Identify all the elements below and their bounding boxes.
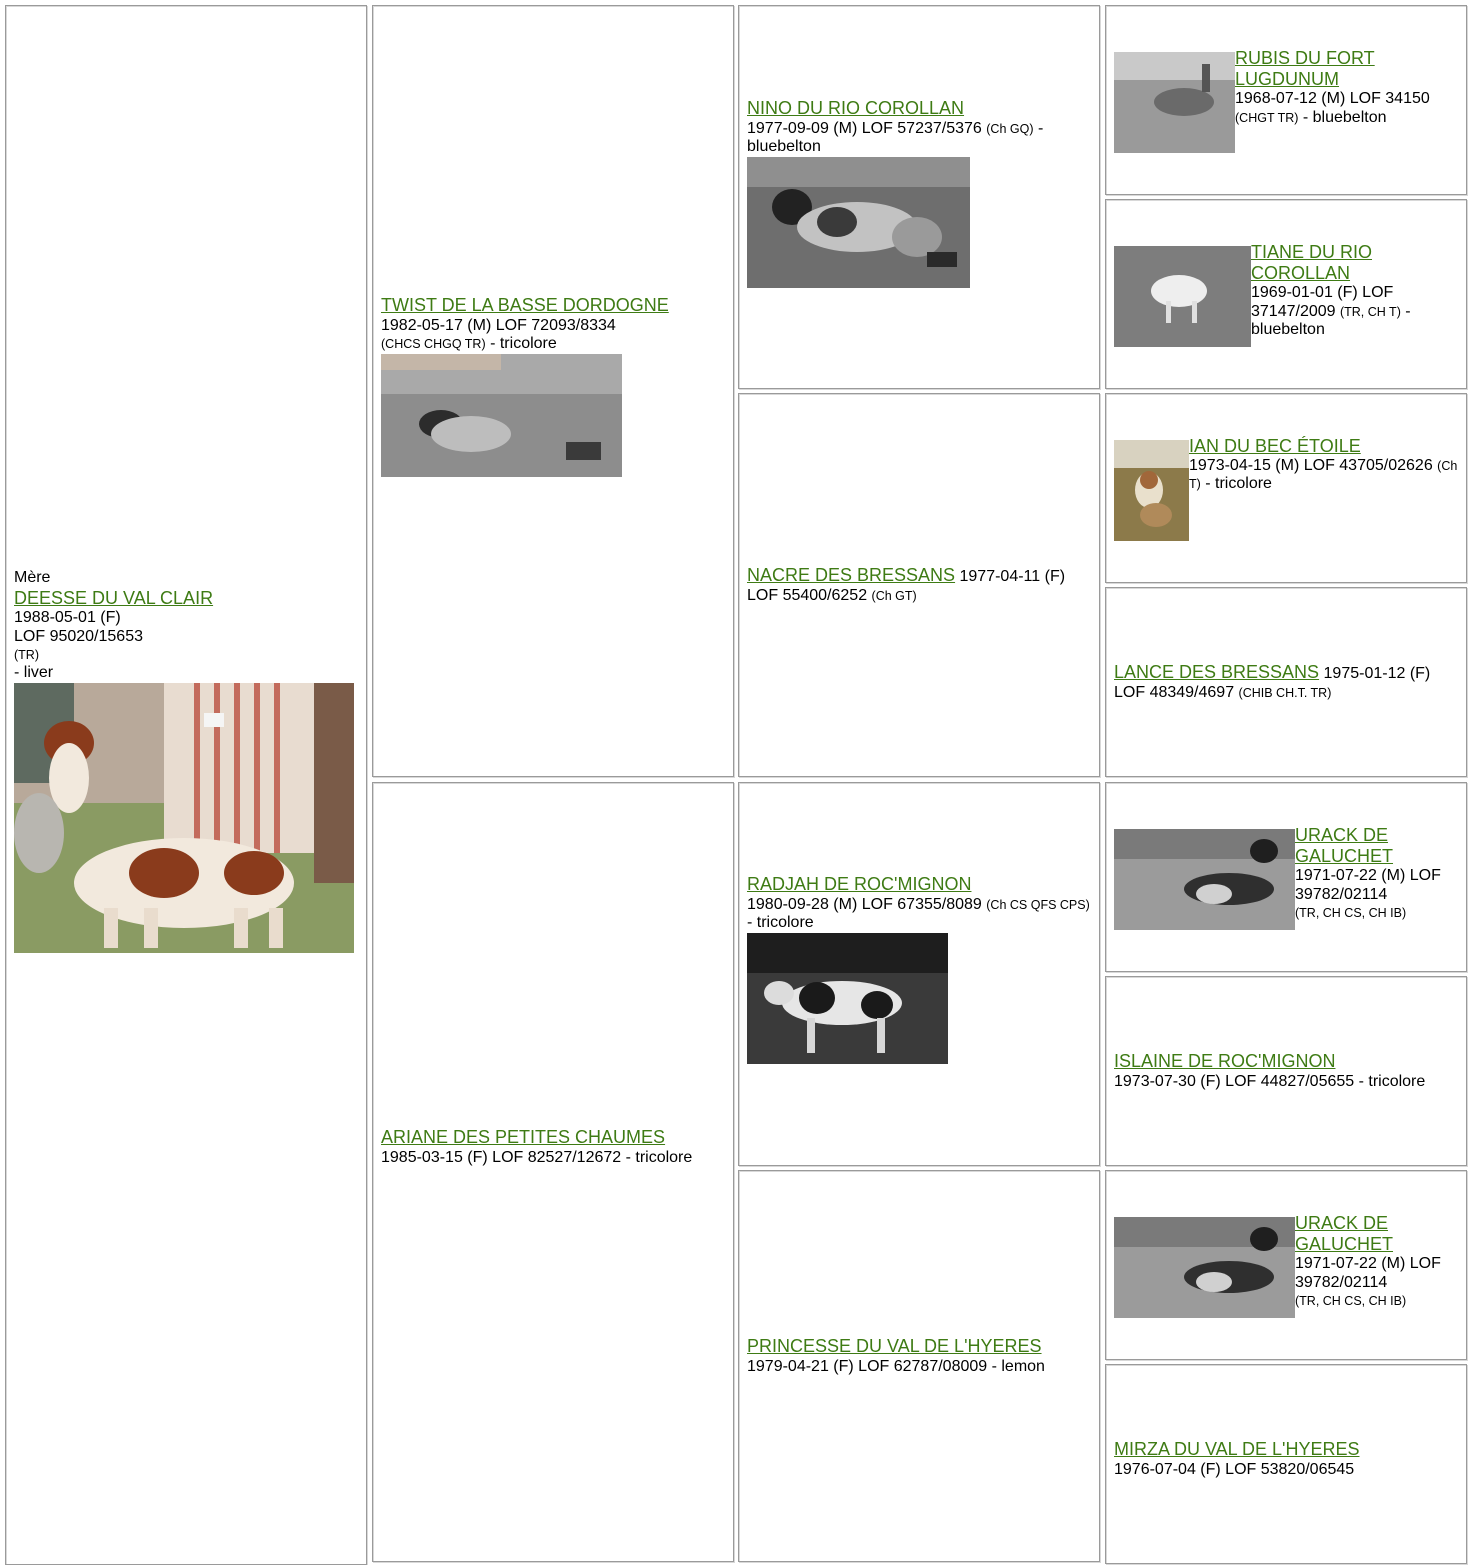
gen4-6-cell: URACK DE GALUCHET 1971-07-22 (M) LOF 397… bbox=[1105, 1170, 1467, 1360]
gen4-1-cell: TIANE DU RIO COROLLAN 1969-01-01 (F) LOF… bbox=[1105, 199, 1467, 389]
gen4-7-meta: 1976-07-04 (F) LOF 53820/06545 bbox=[1114, 1460, 1355, 1478]
gen4-1-photo bbox=[1114, 245, 1251, 347]
gen4-0-photo bbox=[1114, 51, 1235, 153]
gen4-3-name-link[interactable]: LANCE DES BRESSANS bbox=[1114, 662, 1320, 683]
gen2-1-name-link[interactable]: ARIANE DES PETITES CHAUMES bbox=[381, 1127, 666, 1148]
gen4-3-cell: LANCE DES BRESSANS 1975-01-12 (F) LOF 48… bbox=[1105, 587, 1467, 777]
gen4-2-color: - tricolore bbox=[1200, 475, 1272, 493]
gen4-6-titles: (TR, CH CS, CH IB) bbox=[1295, 1294, 1407, 1309]
gen4-0-cell: RUBIS DU FORT LUGDUNUM 1968-07-12 (M) LO… bbox=[1105, 5, 1467, 195]
gen4-3-meta: 1975-01-12 (F) LOF 48349/4697 bbox=[1114, 665, 1431, 701]
mother-dob: 1988-05-01 (F) bbox=[14, 609, 121, 627]
gen4-0-name-link[interactable]: RUBIS DU FORT LUGDUNUM bbox=[1235, 47, 1375, 89]
gen3-2-cell: RADJAH DE ROC'MIGNON 1980-09-28 (M) LOF … bbox=[738, 782, 1100, 1166]
gen3-2-name-link[interactable]: RADJAH DE ROC'MIGNON bbox=[747, 874, 972, 895]
gen4-4-cell: URACK DE GALUCHET 1971-07-22 (M) LOF 397… bbox=[1105, 782, 1467, 972]
gen2-0-photo bbox=[381, 353, 622, 477]
gen4-2-meta: 1973-04-15 (M) LOF 43705/02626 bbox=[1189, 456, 1433, 474]
gen3-0-cell: NINO DU RIO COROLLAN 1977-09-09 (M) LOF … bbox=[738, 5, 1100, 389]
gen4-6-photo bbox=[1114, 1216, 1295, 1318]
gen4-3-titles: (CHIB CH.T. TR) bbox=[1238, 685, 1332, 700]
mother-name-link[interactable]: DEESSE DU VAL CLAIR bbox=[14, 587, 214, 608]
gen4-5-cell: ISLAINE DE ROC'MIGNON 1973-07-30 (F) LOF… bbox=[1105, 976, 1467, 1166]
gen2-0-titles: (CHCS CHGQ TR) bbox=[381, 337, 486, 352]
gen4-5-name-link[interactable]: ISLAINE DE ROC'MIGNON bbox=[1114, 1051, 1336, 1072]
gen3-1-titles: (Ch GT) bbox=[871, 588, 917, 603]
gen3-3-meta: 1979-04-21 (F) LOF 62787/08009 - lemon bbox=[747, 1357, 1045, 1375]
gen3-3-name-link[interactable]: PRINCESSE DU VAL DE L'HYERES bbox=[747, 1336, 1042, 1357]
gen3-0-meta: 1977-09-09 (M) LOF 57237/5376 bbox=[747, 119, 982, 137]
gen4-6-meta: 1971-07-22 (M) LOF 39782/02114 bbox=[1295, 1255, 1441, 1291]
dam-cell: ARIANE DES PETITES CHAUMES 1985-03-15 (F… bbox=[372, 782, 734, 1562]
gen4-0-titles: (CHGT TR) bbox=[1235, 110, 1299, 125]
gen2-0-color: - tricolore bbox=[485, 335, 557, 353]
gen2-0-name-link[interactable]: TWIST DE LA BASSE DORDOGNE bbox=[381, 295, 669, 316]
gen3-2-titles: (Ch CS QFS CPS) bbox=[986, 897, 1090, 912]
gen3-1-meta: 1977-04-11 (F) LOF 55400/6252 bbox=[747, 568, 1066, 604]
gen4-4-meta: 1971-07-22 (M) LOF 39782/02114 bbox=[1295, 867, 1441, 903]
gen4-2-titles: (Ch T) bbox=[1189, 458, 1458, 492]
gen3-1-name-link[interactable]: NACRE DES BRESSANS bbox=[747, 565, 956, 586]
gen3-1-cell: NACRE DES BRESSANS 1977-04-11 (F) LOF 55… bbox=[738, 393, 1100, 777]
gen4-1-color: - bluebelton bbox=[1251, 302, 1411, 339]
gen4-0-color: - bluebelton bbox=[1298, 108, 1387, 126]
mother-photo bbox=[14, 682, 354, 953]
gen2-0-meta: 1982-05-17 (M) LOF 72093/8334 bbox=[381, 316, 616, 334]
gen4-4-titles: (TR, CH CS, CH IB) bbox=[1295, 906, 1407, 921]
sire-cell: TWIST DE LA BASSE DORDOGNE 1982-05-17 (M… bbox=[372, 5, 734, 777]
mother-titles: (TR) bbox=[14, 647, 39, 662]
gen3-0-name-link[interactable]: NINO DU RIO COROLLAN bbox=[747, 98, 965, 119]
mother-color: - liver bbox=[14, 664, 54, 682]
gen3-2-color: - tricolore bbox=[747, 914, 814, 932]
gen4-5-meta: 1973-07-30 (F) LOF 44827/05655 - tricolo… bbox=[1114, 1072, 1426, 1090]
gen4-2-photo bbox=[1114, 439, 1189, 541]
gen4-1-titles: (TR, CH T) bbox=[1339, 304, 1401, 319]
gen3-2-meta: 1980-09-28 (M) LOF 67355/8089 bbox=[747, 895, 982, 913]
gen4-6-name-link[interactable]: URACK DE GALUCHET bbox=[1295, 1212, 1394, 1254]
gen3-2-photo bbox=[747, 932, 948, 1064]
gen4-4-name-link[interactable]: URACK DE GALUCHET bbox=[1295, 824, 1394, 866]
gen3-3-cell: PRINCESSE DU VAL DE L'HYERES 1979-04-21 … bbox=[738, 1170, 1100, 1562]
gen3-0-photo bbox=[747, 156, 970, 288]
mother-lof: LOF 95020/15653 bbox=[14, 627, 143, 645]
gen4-2-name-link[interactable]: IAN DU BEC ÉTOILE bbox=[1189, 435, 1361, 456]
gen3-0-titles: (Ch GQ) bbox=[986, 121, 1034, 136]
gen4-1-name-link[interactable]: TIANE DU RIO COROLLAN bbox=[1251, 241, 1373, 283]
mother-cell: Mère DEESSE DU VAL CLAIR 1988-05-01 (F) … bbox=[5, 5, 367, 1565]
mother-label: Mère bbox=[14, 569, 51, 587]
gen4-2-cell: IAN DU BEC ÉTOILE 1973-04-15 (M) LOF 437… bbox=[1105, 393, 1467, 583]
gen4-0-meta: 1968-07-12 (M) LOF 34150 bbox=[1235, 90, 1430, 108]
gen4-7-name-link[interactable]: MIRZA DU VAL DE L'HYERES bbox=[1114, 1439, 1360, 1460]
gen4-7-cell: MIRZA DU VAL DE L'HYERES 1976-07-04 (F) … bbox=[1105, 1364, 1467, 1564]
gen2-1-meta: 1985-03-15 (F) LOF 82527/12672 - tricolo… bbox=[381, 1148, 693, 1166]
gen4-4-photo bbox=[1114, 828, 1295, 930]
gen4-1-meta: 1969-01-01 (F) LOF 37147/2009 bbox=[1251, 284, 1394, 320]
gen3-0-color: - bluebelton bbox=[747, 119, 1044, 156]
